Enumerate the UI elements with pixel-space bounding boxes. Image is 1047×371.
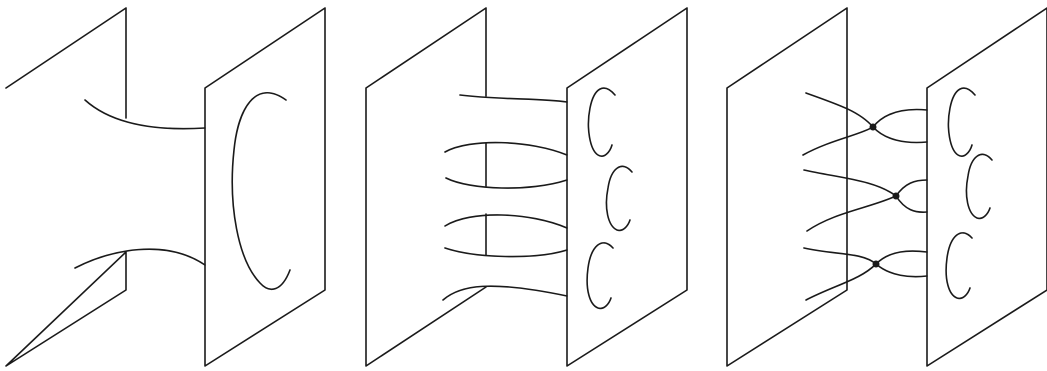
panel-3-junction-3 <box>873 261 880 268</box>
panel-3-string-2b <box>807 196 896 231</box>
panel-3 <box>727 8 1047 366</box>
panel-2-string-6 <box>443 286 567 300</box>
panel-3-string-3d <box>876 264 927 277</box>
panel-2-string-5 <box>445 248 567 257</box>
panel-3-junction-2 <box>893 193 900 200</box>
panel-3-string-2d <box>896 196 927 212</box>
panel-3-open-curve-2 <box>966 154 992 218</box>
panel-3-string-1b <box>803 127 873 155</box>
panel-3-open-curve-1 <box>948 88 975 156</box>
panel-2-string-3 <box>446 178 567 188</box>
panel-2-string-4 <box>445 215 567 228</box>
panel-2 <box>366 8 687 366</box>
panel-2-left-plane <box>366 8 486 366</box>
panel-3-right-plane <box>927 8 1047 366</box>
panel-3-string-3c <box>876 251 927 264</box>
panel-3-string-2c <box>896 180 927 196</box>
panel-2-open-curve-3 <box>587 243 613 309</box>
panel-2-string-1 <box>460 95 567 102</box>
panel-2-open-curve-2 <box>606 166 632 230</box>
panel-1 <box>6 8 325 366</box>
panel-3-string-2a <box>804 170 896 196</box>
panel-2-string-2 <box>445 143 567 155</box>
panel-1-right-plane <box>205 8 325 366</box>
panel-3-string-1c <box>873 110 927 127</box>
panel-3-junction-1 <box>870 124 877 131</box>
panel-2-right-plane <box>567 8 687 366</box>
panel-3-string-3a <box>804 248 876 264</box>
panel-1-string-top <box>85 100 205 129</box>
panel-1-string-bottom <box>75 249 205 268</box>
panel-3-left-plane <box>727 8 847 366</box>
panel-1-left-plane <box>6 8 126 366</box>
panel-3-open-curve-3 <box>946 233 972 299</box>
panel-3-string-1d <box>873 127 927 142</box>
panel-3-string-1a <box>806 93 873 127</box>
panel-1-open-curve <box>232 93 290 289</box>
panel-2-open-curve-1 <box>588 88 615 156</box>
